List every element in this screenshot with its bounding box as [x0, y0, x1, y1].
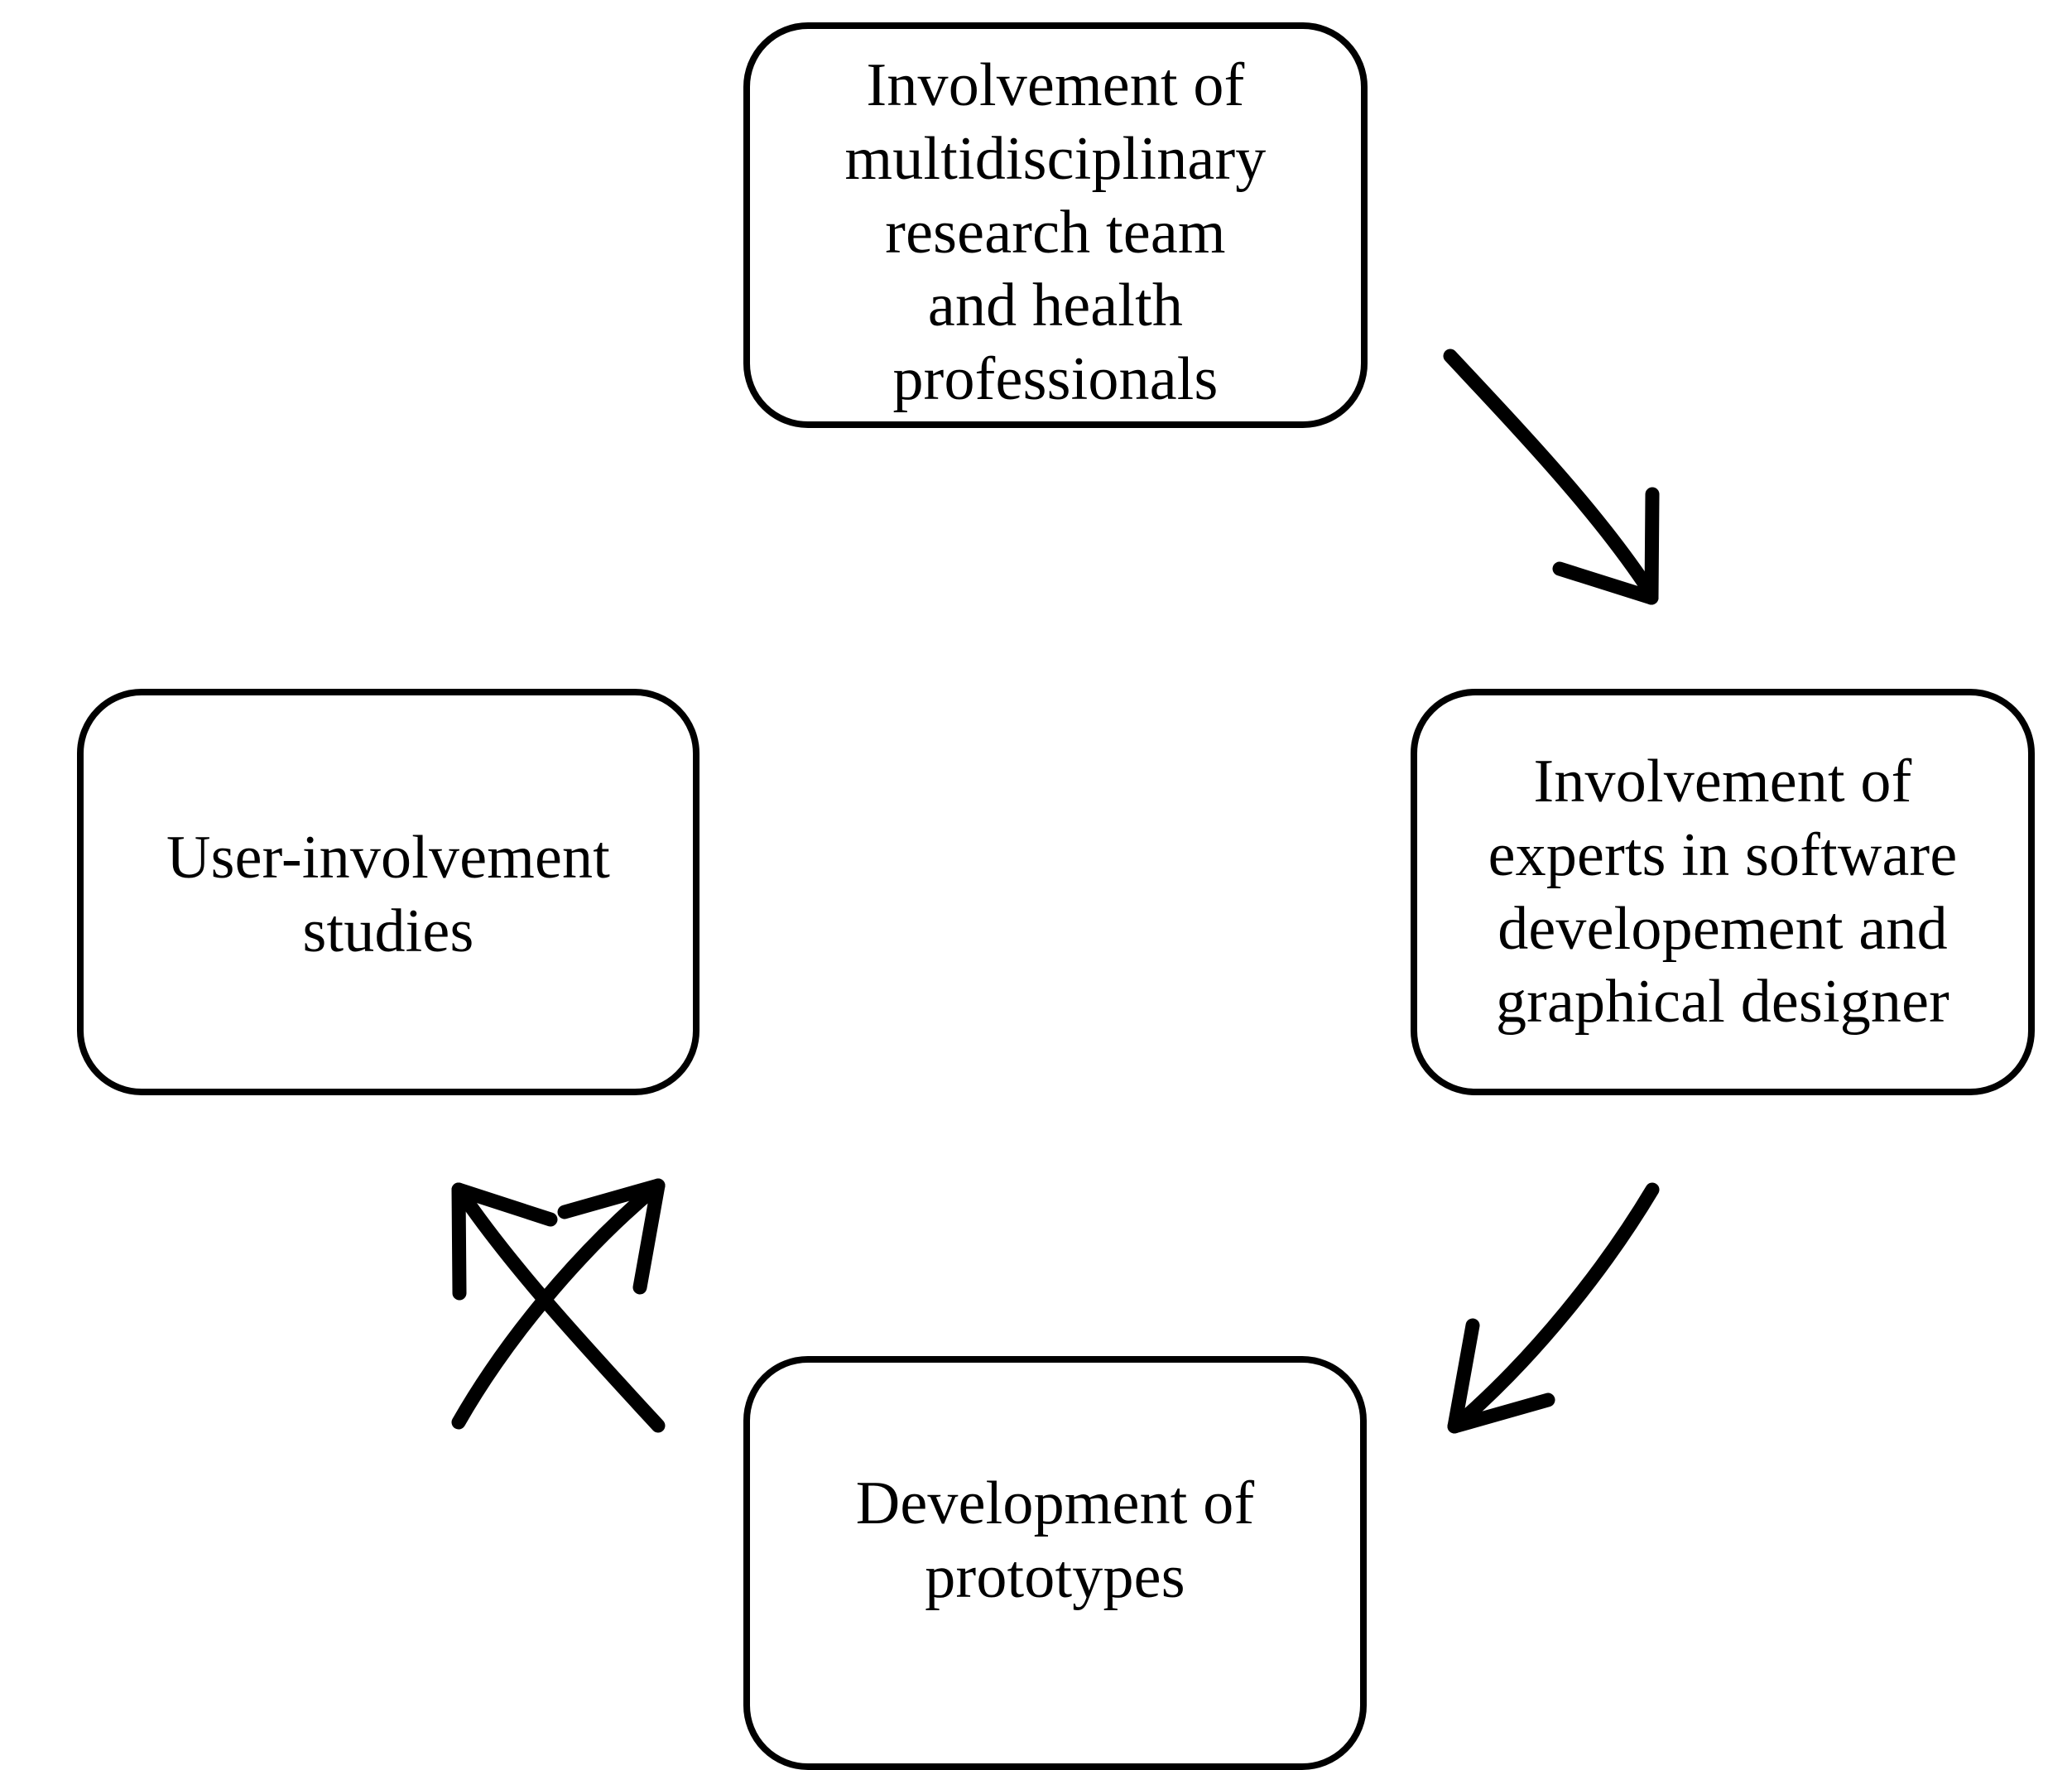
cycle-node-prototypes: Development of prototypes — [743, 1356, 1367, 1770]
cycle-node-research-team-label: Involvement of multidisciplinary researc… — [844, 51, 1267, 414]
cycle-node-experts-label: Involvement of experts in software devel… — [1488, 747, 1958, 1037]
arrow-top-to-right — [1443, 349, 1660, 605]
arrow-left-to-top — [451, 1178, 666, 1430]
cycle-node-user-studies: User-involvement studies — [77, 689, 699, 1095]
cycle-node-experts: Involvement of experts in software devel… — [1411, 689, 2035, 1095]
cycle-node-research-team: Involvement of multidisciplinary researc… — [743, 22, 1368, 428]
cycle-node-user-studies-label: User-involvement studies — [166, 824, 610, 965]
arrow-bottom-to-left — [451, 1182, 666, 1433]
arrow-right-to-bottom — [1447, 1182, 1660, 1434]
cycle-node-prototypes-label: Development of prototypes — [855, 1469, 1255, 1611]
